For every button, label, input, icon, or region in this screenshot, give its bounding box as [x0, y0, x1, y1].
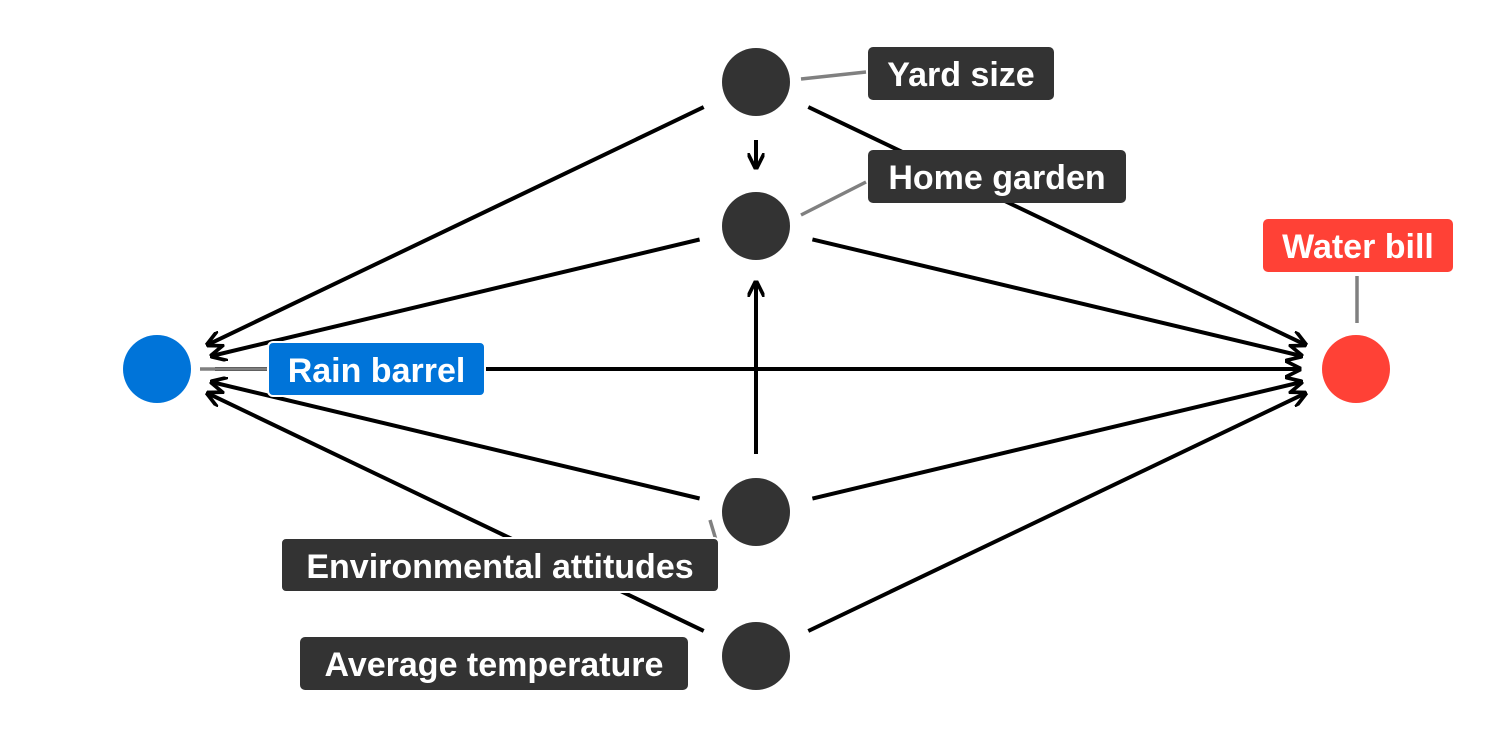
leaders-layer: [200, 70, 1359, 541]
label-water-bill: Water bill: [1263, 219, 1453, 272]
label-avg-temperature-text: Average temperature: [325, 646, 664, 684]
edge-yard-size-to-rain-barrel: [208, 105, 705, 345]
node-avg-temperature: [722, 622, 790, 690]
edge-yard-size-to-water-bill: [807, 105, 1305, 345]
label-yard-size: Yard size: [868, 47, 1054, 100]
leader-home-garden: [800, 180, 867, 217]
node-water-bill: [1322, 335, 1390, 403]
edge-home-garden-to-water-bill: [811, 237, 1301, 356]
label-water-bill-text: Water bill: [1282, 228, 1434, 266]
label-avg-temperature: Average temperature: [300, 637, 688, 690]
node-home-garden: [722, 192, 790, 260]
label-env-attitudes: Environmental attitudes: [280, 537, 720, 593]
leader-yard-size: [800, 70, 867, 81]
label-yard-size-text: Yard size: [887, 56, 1034, 94]
label-home-garden-text: Home garden: [888, 159, 1105, 197]
edge-env-attitudes-to-rain-barrel: [212, 382, 701, 501]
edge-avg-temperature-to-rain-barrel: [208, 393, 705, 633]
node-rain-barrel: [123, 335, 191, 403]
edge-avg-temperature-to-water-bill: [807, 393, 1305, 633]
label-env-attitudes-text: Environmental attitudes: [306, 548, 693, 586]
edge-env-attitudes-to-water-bill: [811, 382, 1301, 501]
node-env-attitudes: [722, 478, 790, 546]
node-yard-size: [722, 48, 790, 116]
label-rain-barrel-text: Rain barrel: [288, 352, 466, 390]
nodes-layer: [123, 48, 1390, 690]
labels-layer: Yard size Home garden Water bill Rain ba…: [267, 47, 1453, 690]
edge-home-garden-to-rain-barrel: [212, 237, 701, 357]
label-home-garden: Home garden: [868, 150, 1126, 203]
label-rain-barrel: Rain barrel: [267, 341, 486, 397]
leader-env-attitudes: [708, 519, 718, 541]
